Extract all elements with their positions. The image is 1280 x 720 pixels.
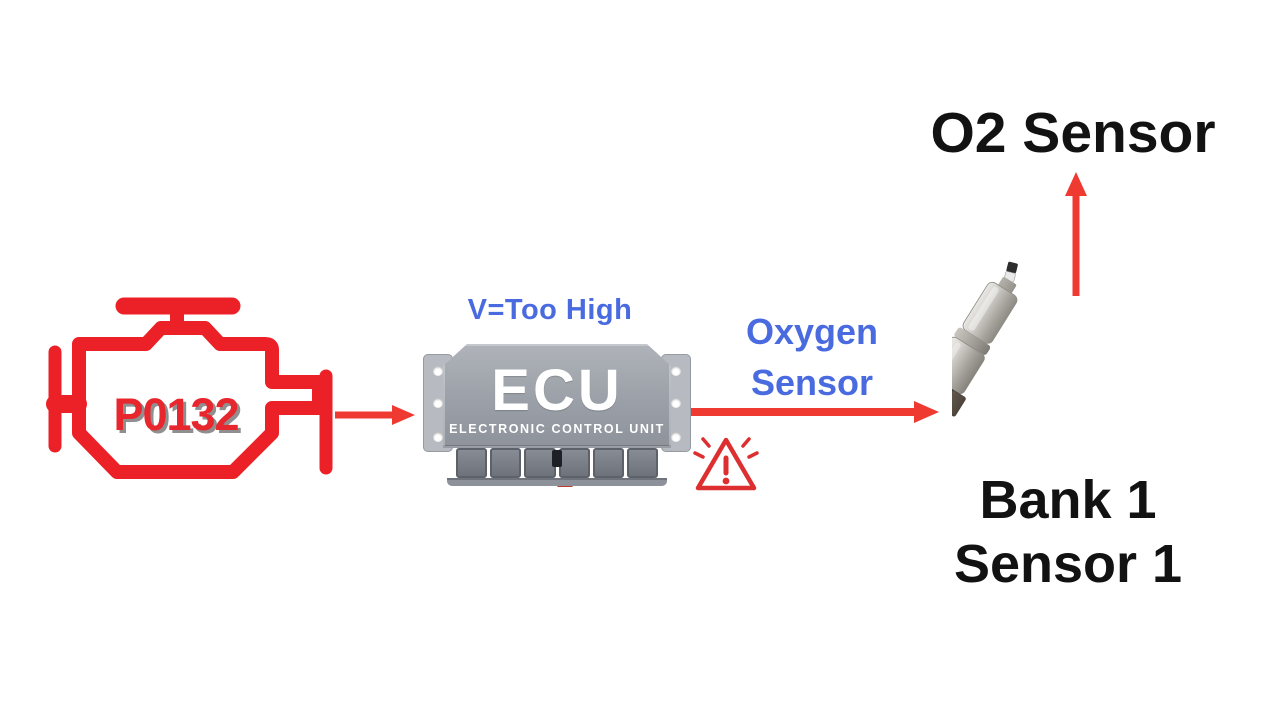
engine-code: P0132: [113, 389, 238, 440]
arrow-ecu-to-sensor-icon: [688, 401, 939, 423]
sensor-location-label: Bank 1 Sensor 1: [893, 468, 1243, 596]
oxygen-sensor-photo: [952, 261, 1018, 417]
connector-pin-block: [592, 448, 624, 478]
ecu-voltage-label: V=Too High: [467, 294, 633, 326]
connector-pin-block: [490, 448, 522, 478]
ecu-module: ECU ELECTRONIC CONTROL UNIT: [423, 344, 691, 486]
ecu-base-plate: [447, 478, 667, 486]
arrow-engine-to-ecu-icon: [335, 405, 415, 425]
screw-hole: [671, 432, 681, 442]
sensor-location-line1: Bank 1: [979, 470, 1157, 530]
ecu-body: ECU ELECTRONIC CONTROL UNIT: [443, 344, 671, 448]
flow-label-line2: Sensor: [750, 362, 874, 403]
check-engine-icon: P0132 P0132: [46, 297, 333, 479]
warning-triangle-icon: [693, 437, 759, 491]
engine-body-outline: [72, 321, 326, 479]
screw-hole: [433, 398, 443, 408]
oxygen-sensor-flow-label: Oxygen Sensor: [713, 306, 911, 408]
screw-hole: [671, 398, 681, 408]
connector-pin-block: [524, 448, 556, 478]
ecu-title: ECU: [491, 357, 623, 423]
screw-hole: [433, 432, 443, 442]
flow-label-line1: Oxygen: [745, 311, 879, 352]
ecu-subtitle: ELECTRONIC CONTROL UNIT: [449, 421, 665, 436]
screw-hole: [433, 366, 443, 376]
ecu-connector: [453, 448, 661, 478]
screw-hole: [671, 366, 681, 376]
connector-pin-block: [626, 448, 659, 478]
connector-pin-block: [558, 448, 590, 478]
connector-notch: [552, 450, 562, 467]
sensor-location-line2: Sensor 1: [953, 534, 1183, 594]
o2-sensor-title: O2 Sensor: [930, 101, 1216, 165]
connector-pin-block: [456, 448, 488, 478]
arrow-sensor-to-title-icon: [1065, 172, 1087, 296]
engine-code-shadow: P0132: [116, 392, 241, 443]
